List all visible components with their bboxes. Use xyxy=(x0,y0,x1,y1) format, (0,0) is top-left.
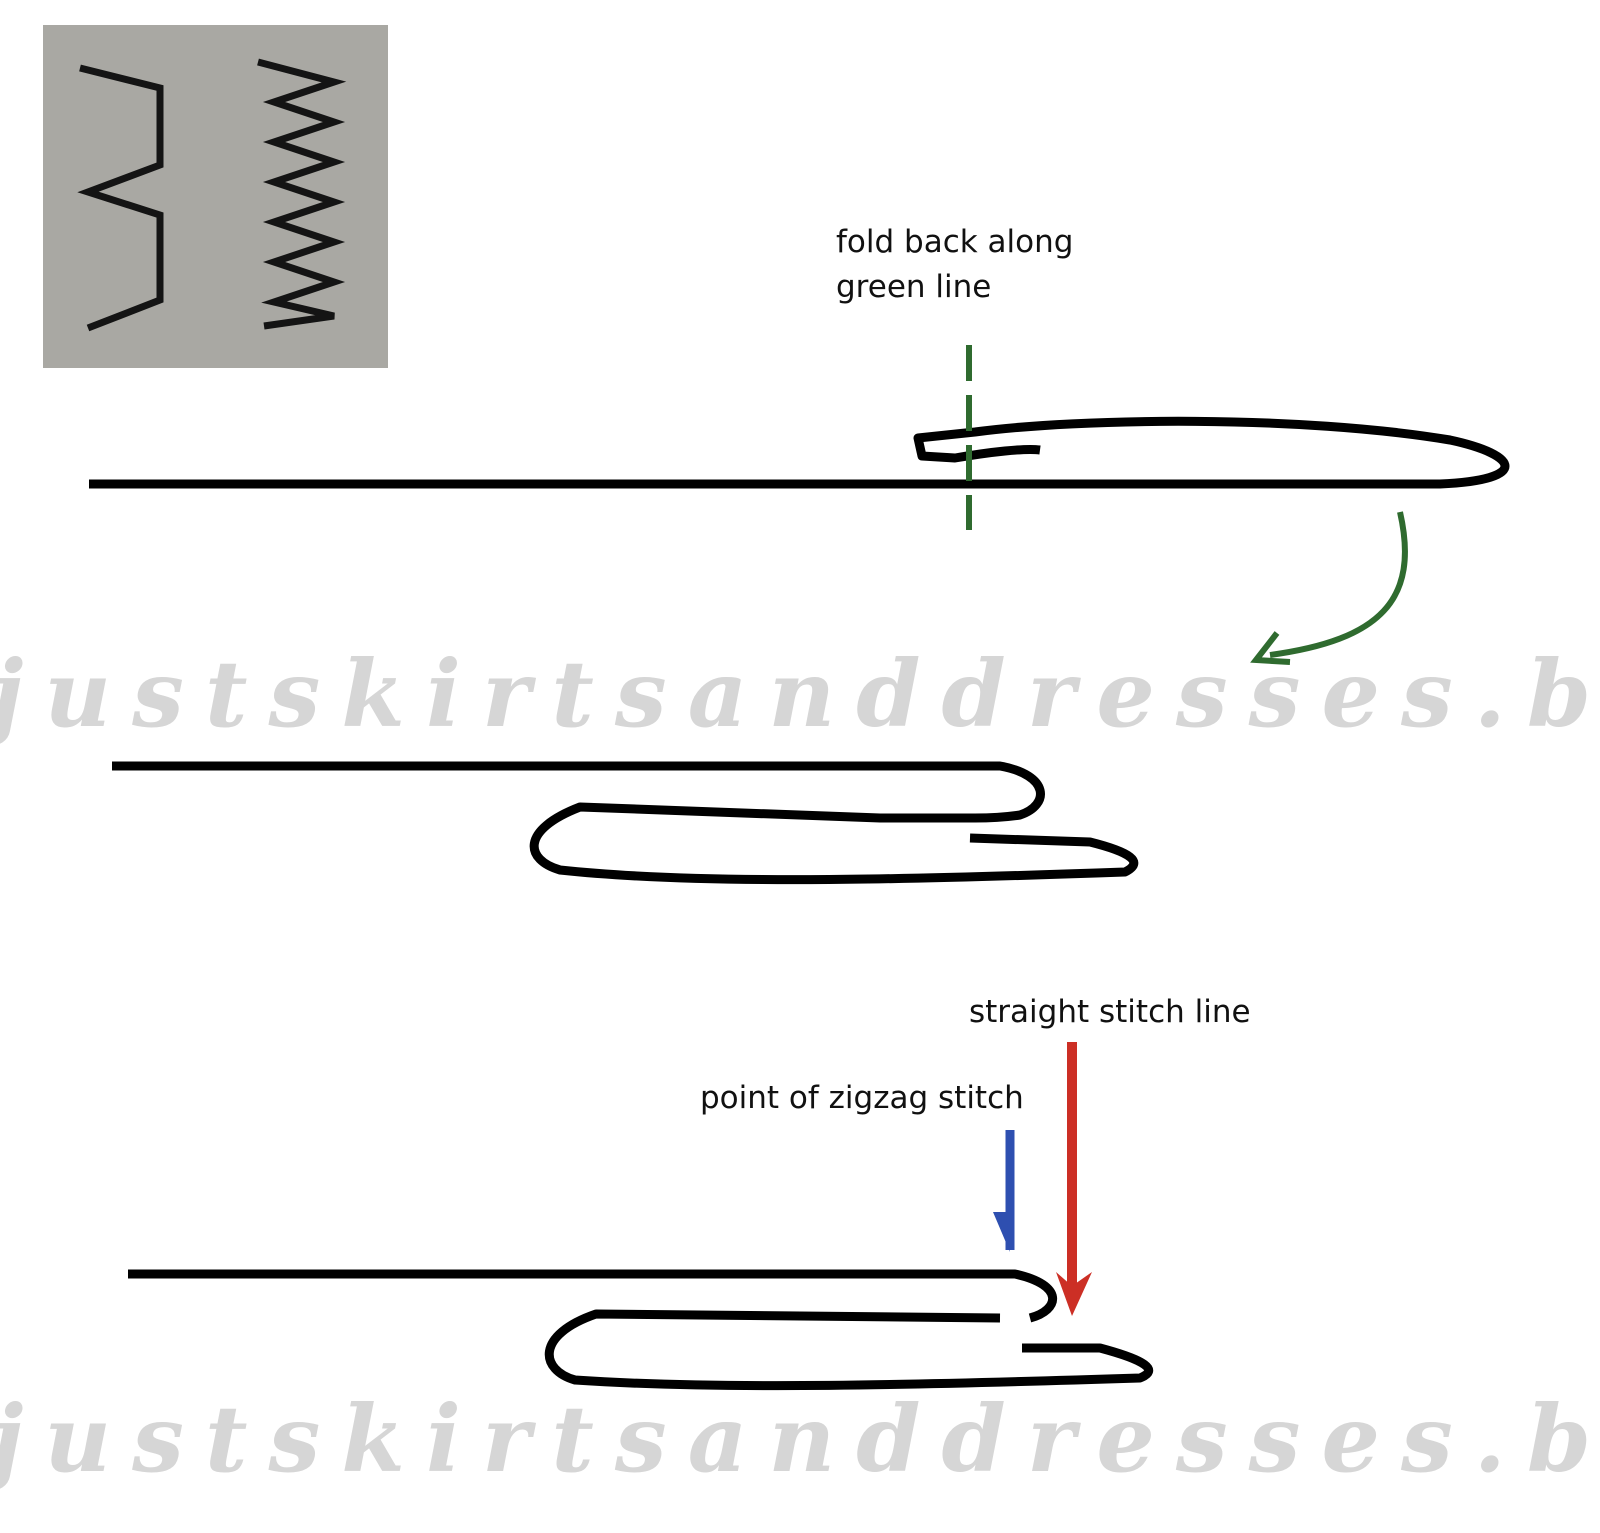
fold-direction-arrowhead xyxy=(1250,631,1291,665)
step-2-folded-fabric xyxy=(112,761,1139,885)
straight-stitch-label: straight stitch line xyxy=(969,994,1251,1030)
fold-back-label-line-1: fold back along xyxy=(836,224,1074,260)
stitch-pattern-photo xyxy=(43,25,388,368)
watermark-text: justskirtsanddresses.blogspot.com xyxy=(0,640,1600,748)
fabric-edge xyxy=(112,761,1045,823)
fold-back-label: fold back along green line xyxy=(836,220,1073,310)
zigzag-point-arrowhead xyxy=(993,1212,1010,1252)
fold-direction-arrow xyxy=(1269,511,1408,658)
fold-back-label-line-2: green line xyxy=(836,269,992,305)
fabric-edge xyxy=(89,416,1510,489)
fabric-edge xyxy=(544,1309,1154,1391)
zigzag-point-label: point of zigzag stitch xyxy=(700,1080,1024,1116)
watermark-text: justskirtsanddresses.blogspot.com xyxy=(0,1385,1600,1493)
straight-stitch-arrowhead xyxy=(1056,1272,1092,1316)
step-3-stitched-fabric xyxy=(128,1042,1154,1391)
blind-hem-stitch-icon xyxy=(77,64,164,332)
fabric-edge xyxy=(529,802,1139,885)
fabric-edge xyxy=(128,1269,1058,1323)
step-1-fabric xyxy=(89,345,1510,665)
zigzag-stitch-icon xyxy=(257,58,347,330)
